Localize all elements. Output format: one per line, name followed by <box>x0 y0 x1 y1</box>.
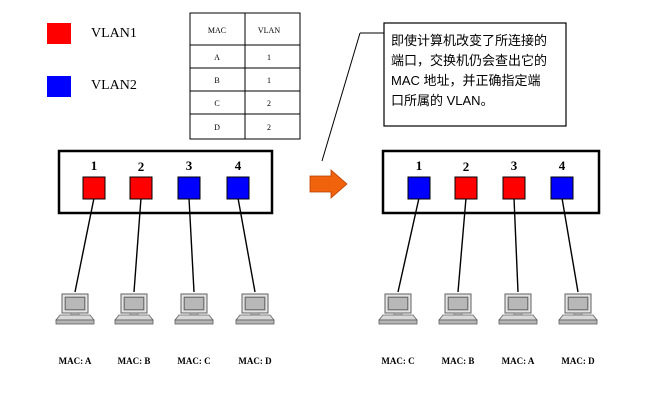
mac-label: MAC: B <box>118 356 151 366</box>
port-number: 1 <box>416 158 423 173</box>
cable <box>457 197 467 293</box>
switch-port <box>454 176 478 200</box>
table-cell-vlan: 1 <box>267 53 271 62</box>
computer-icon <box>114 293 154 325</box>
table-cell-vlan: 1 <box>267 76 271 85</box>
switch-port <box>502 176 526 200</box>
computer-icon <box>174 293 214 325</box>
vlan1-legend-label: VLAN1 <box>91 26 137 41</box>
switch-port <box>177 176 201 200</box>
vlan2-legend-swatch <box>47 76 71 97</box>
table-cell-vlan: 2 <box>267 123 271 132</box>
mac-label: MAC: A <box>502 356 535 366</box>
table-cell-vlan: 2 <box>267 99 271 108</box>
mac-label: MAC: C <box>177 356 210 366</box>
port-number: 2 <box>463 159 470 174</box>
callout-text-line: 端口，交换机仍会查出它的 <box>391 53 547 68</box>
port-number: 2 <box>138 159 145 174</box>
mac-vlan-table: MAC VLAN A 1 B 1 C 2 D 2 <box>189 12 301 140</box>
computer-icon <box>235 293 275 325</box>
port-number: 4 <box>235 158 242 173</box>
switch-port <box>407 176 431 200</box>
table-header-mac: MAC <box>208 26 226 35</box>
computer-icon <box>438 293 478 325</box>
cable <box>237 197 256 293</box>
cable <box>188 197 195 293</box>
cable <box>133 197 142 293</box>
port-number: 3 <box>511 158 518 173</box>
mac-label: MAC: B <box>442 356 475 366</box>
switch-port <box>226 176 250 200</box>
cable <box>561 197 579 293</box>
switch-port <box>82 176 106 200</box>
callout-text-line: 即使计算机改变了所连接的 <box>391 33 547 48</box>
table-cell-mac: C <box>214 99 219 108</box>
computer-icon <box>55 293 95 325</box>
table-cell-mac: B <box>214 76 219 85</box>
computer-icon <box>558 293 598 325</box>
mac-label: MAC: A <box>59 356 92 366</box>
vlan2-legend-label: VLAN2 <box>91 78 137 93</box>
computer-icon <box>378 293 418 325</box>
mac-label: MAC: D <box>238 356 272 366</box>
switch-port <box>129 176 153 200</box>
vlan1-legend-swatch <box>47 23 71 44</box>
callout-text-line: 口所属的 VLAN。 <box>391 93 494 108</box>
cable <box>397 197 420 293</box>
computer-icon <box>498 293 538 325</box>
port-number: 1 <box>91 158 98 173</box>
transition-arrow <box>309 169 348 199</box>
port-number: 4 <box>559 158 566 173</box>
callout-text-line: MAC 地址，并正确指定端 <box>391 73 541 88</box>
mac-label: MAC: C <box>381 356 414 366</box>
table-cell-mac: A <box>214 53 220 62</box>
table-header-vlan: VLAN <box>258 26 280 35</box>
cable <box>513 197 519 293</box>
cable <box>74 197 95 293</box>
switch-port <box>550 176 574 200</box>
port-number: 3 <box>186 158 193 173</box>
callout: 即使计算机改变了所连接的 端口，交换机仍会查出它的 MAC 地址，并正确指定端 … <box>321 22 567 162</box>
mac-label: MAC: D <box>561 356 595 366</box>
table-cell-mac: D <box>214 123 220 132</box>
